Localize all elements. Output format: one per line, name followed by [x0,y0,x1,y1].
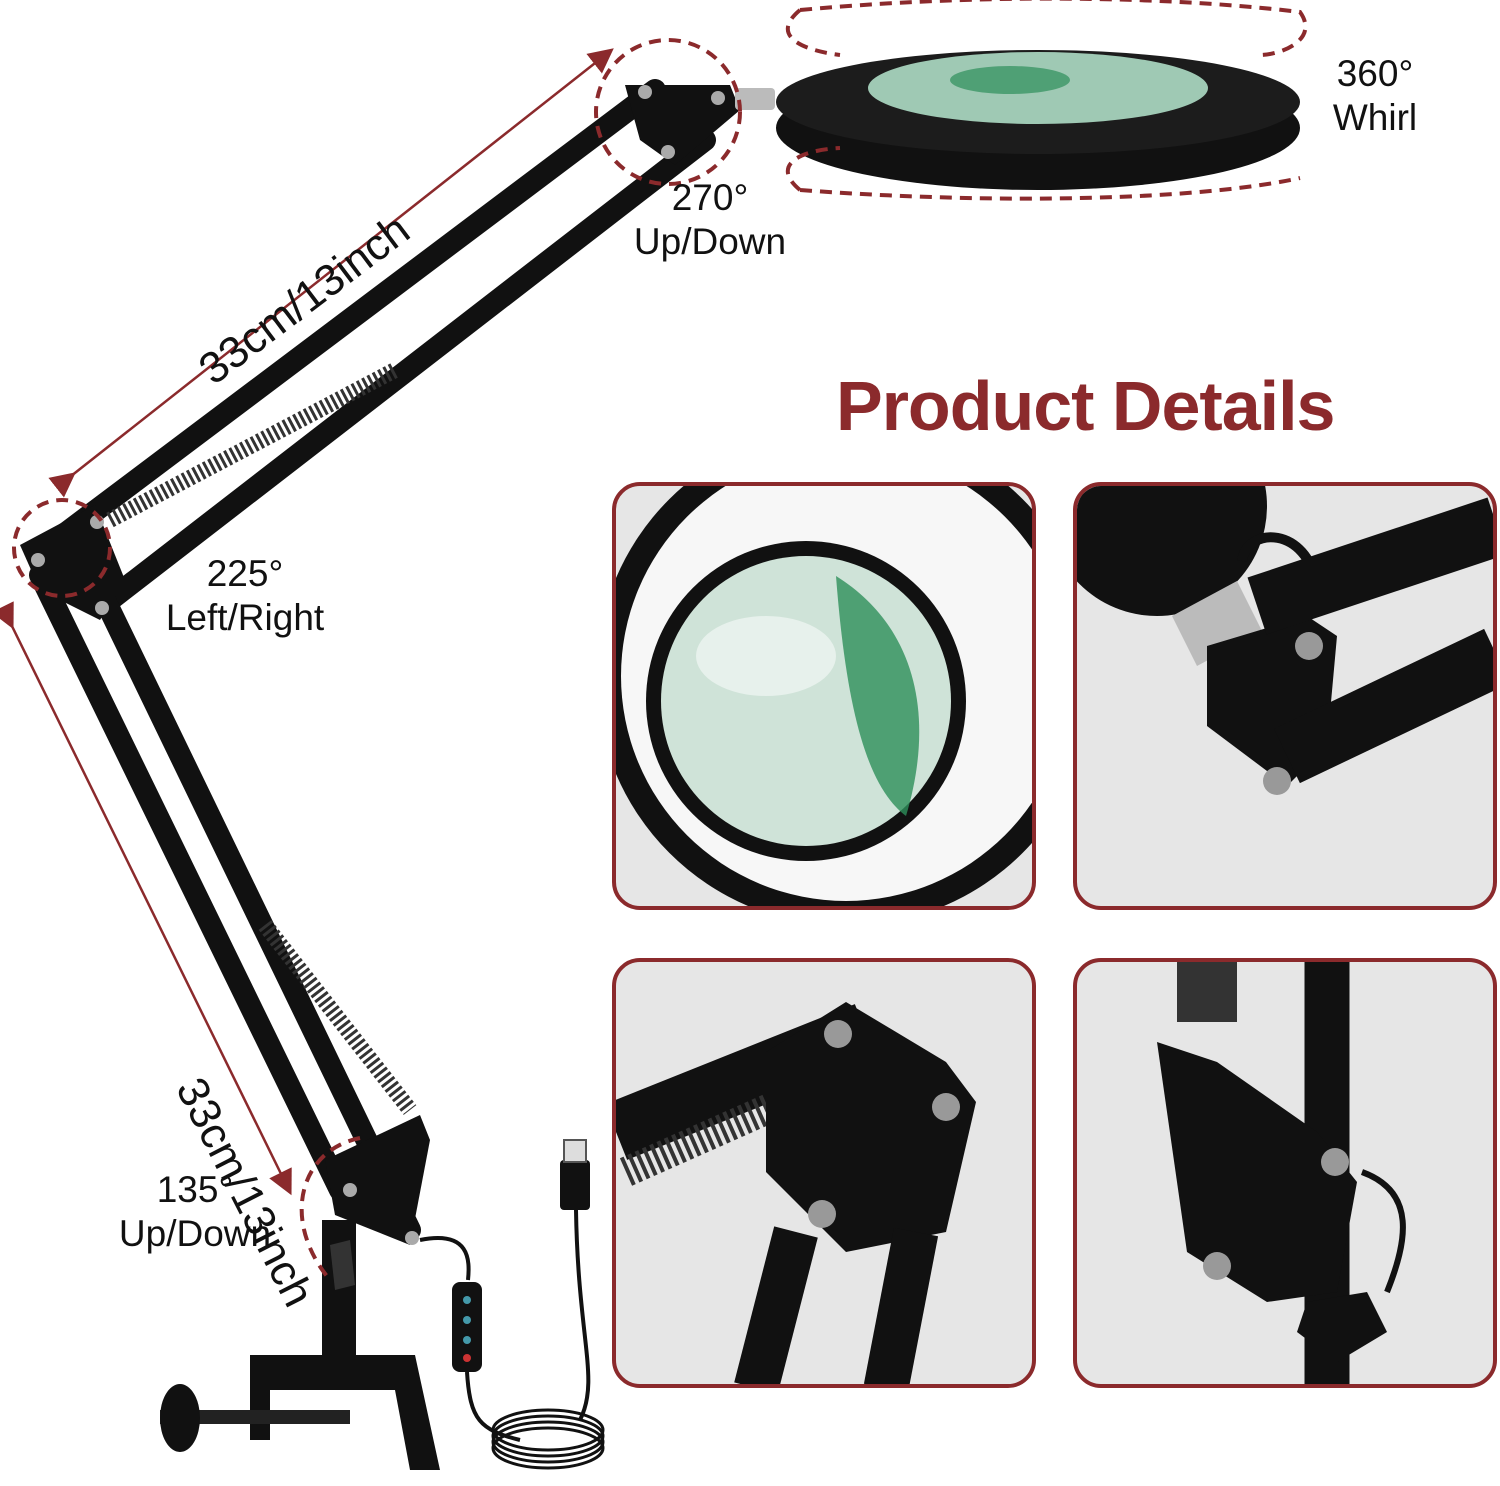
base-angle: 135° [156,1169,234,1210]
base-label: 135° Up/Down [100,1168,290,1256]
upper-arm-dimension-line [48,48,614,498]
head-joint-closeup [1077,486,1493,795]
detail-panel-lens [612,482,1036,910]
clamp-post [322,1220,356,1360]
detail-panel-elbow [612,958,1036,1388]
head-tilt-angle: 270° [671,177,749,218]
elbow-text: Left/Right [165,597,325,638]
upper-arm [39,79,716,611]
clamp-knob [160,1384,200,1452]
base-rotation-indicator [299,1136,361,1282]
base-joint [325,1115,430,1245]
elbow-joint [20,505,125,620]
magnifier-head [776,50,1300,190]
detail-panel-head-joint [1073,482,1497,910]
head-tilt-label: 270° Up/Down [620,176,800,264]
page-title: Product Details [836,367,1335,445]
base-text: Up/Down [118,1213,272,1254]
whirl-angle: 360° [1336,53,1414,94]
elbow-label: 225° Left/Right [150,552,340,640]
cable-coil [491,1408,605,1470]
dimmer-switch [452,1282,482,1372]
elbow-closeup [616,1002,976,1384]
usb-plug [560,1160,590,1210]
head-joint [625,85,740,165]
whirl-label: 360° Whirl [1310,52,1440,140]
lens-closeup [616,486,1032,906]
head-tilt-text: Up/Down [633,221,787,262]
elbow-angle: 225° [206,553,284,594]
detail-panel-base-joint [1073,958,1497,1388]
head-tilt-rotation-indicator [594,38,742,186]
power-cable [419,1236,471,1281]
elbow-rotation-indicator [12,498,112,598]
whirl-text: Whirl [1332,97,1418,138]
base-joint-closeup [1157,962,1406,1384]
desk-clamp [250,1355,440,1470]
lower-arm-dimension-line [0,601,292,1196]
